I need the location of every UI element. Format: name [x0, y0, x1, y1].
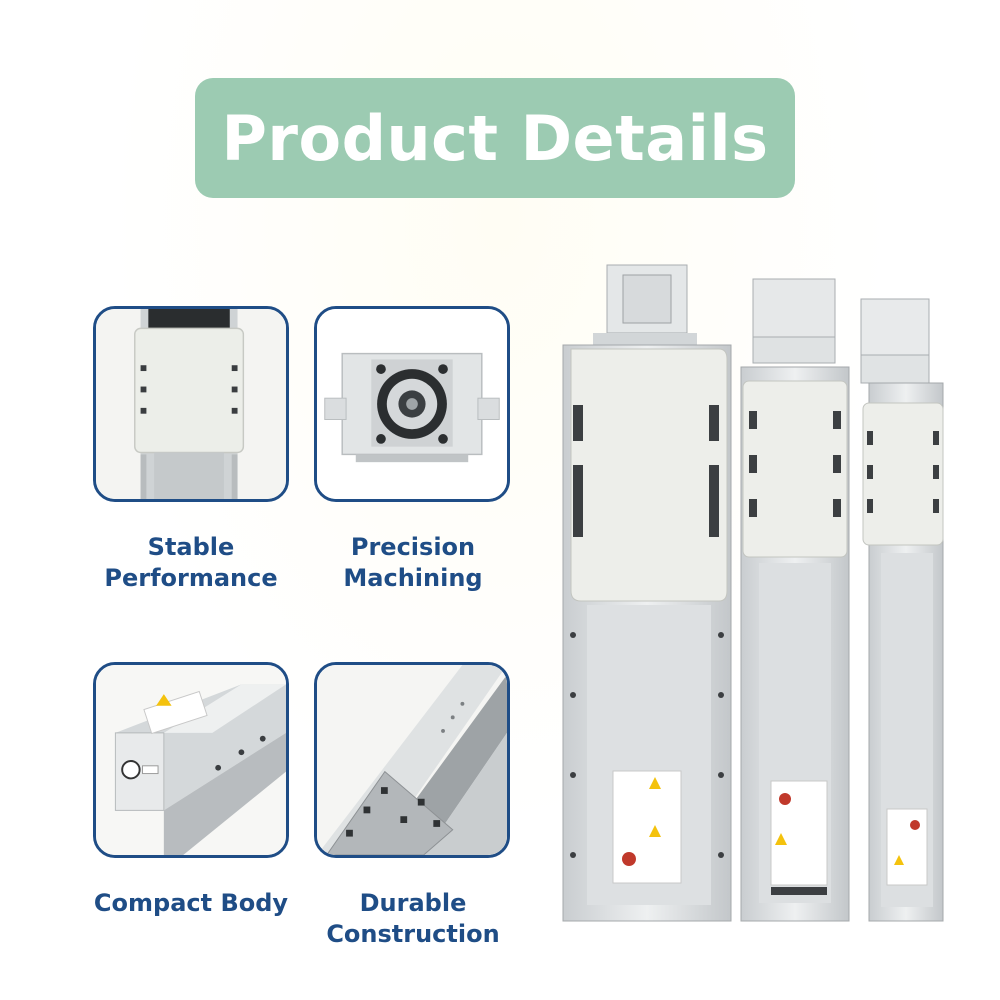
- caption-line: Construction: [326, 920, 500, 948]
- rail-close-up-illustration: [317, 665, 507, 855]
- actuator-end-view-illustration: [96, 665, 286, 855]
- precision-machining-image: [314, 306, 510, 502]
- caption-line: Stable: [147, 533, 235, 561]
- title-banner: Product Details: [195, 78, 795, 198]
- motor-flange-illustration: [317, 309, 507, 499]
- stable-performance-image: [93, 306, 289, 502]
- compact-body-caption: Compact Body: [71, 888, 311, 919]
- caption-line: Performance: [104, 564, 278, 592]
- caption-line: Compact Body: [93, 889, 289, 917]
- large-actuator: [562, 264, 732, 922]
- precision-machining-caption: Precision Machining: [293, 532, 533, 594]
- carriage-top-view-illustration: [96, 309, 286, 499]
- durable-construction-image: [314, 662, 510, 858]
- actuators-illustration: [562, 264, 944, 922]
- medium-actuator: [740, 278, 850, 922]
- caption-line: Durable: [359, 889, 467, 917]
- durable-construction-caption: Durable Construction: [293, 888, 533, 950]
- stable-performance-caption: Stable Performance: [71, 532, 311, 594]
- linear-actuators-product-image: [545, 255, 965, 935]
- caption-line: Machining: [343, 564, 483, 592]
- caption-line: Precision: [350, 533, 476, 561]
- page-title: Product Details: [221, 101, 769, 175]
- compact-body-image: [93, 662, 289, 858]
- small-actuator: [860, 298, 944, 922]
